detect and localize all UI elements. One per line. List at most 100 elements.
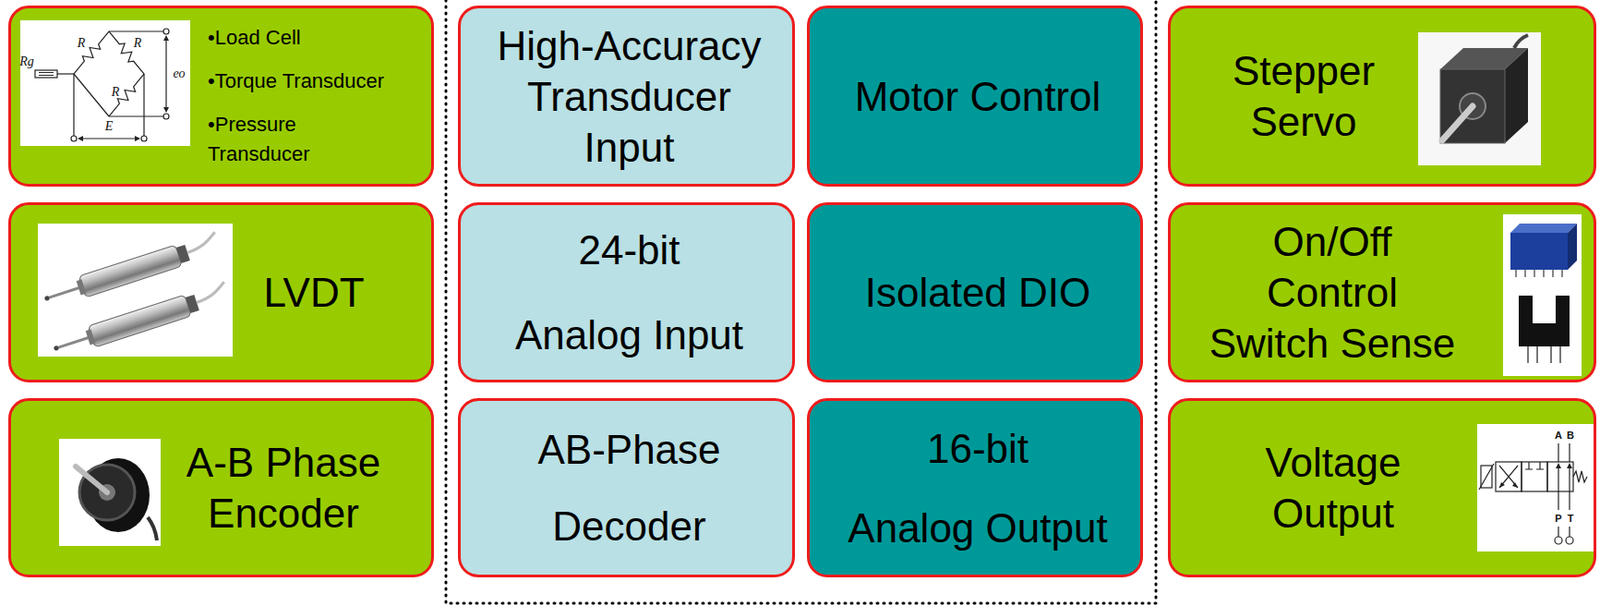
- lvdt-photo: [192, 281, 228, 302]
- valve-symbol: [1499, 462, 1573, 488]
- resistor-label: R: [133, 36, 143, 50]
- lvdt-photo: [44, 295, 50, 301]
- interface-box: High-Accuracy Transducer Input: [457, 5, 795, 187]
- relay-photo: [1510, 223, 1577, 233]
- bridge-circuit: [163, 28, 169, 35]
- encoder-photo: [147, 517, 157, 541]
- actuator-box: Voltage Output: [1167, 397, 1597, 578]
- relay-photo: [1567, 223, 1577, 270]
- lvdt-photo: [50, 281, 231, 360]
- valve-symbol: [1558, 526, 1570, 537]
- port-label: T: [1567, 513, 1575, 524]
- output-voltage-label: eo: [172, 67, 185, 81]
- box-label: 24-bit: [577, 224, 680, 276]
- bridge-circuit: [108, 31, 164, 117]
- bullet-item: •Pressure Transducer: [207, 109, 397, 169]
- encoder-photo: [59, 438, 161, 546]
- box-label: Voltage Output: [1250, 436, 1417, 539]
- valve-symbol: [1554, 536, 1563, 544]
- text-area: On/Off Control Switch Sense: [1198, 204, 1467, 380]
- lvdt-photo: [85, 328, 97, 345]
- stepper-motor-photo: [1514, 35, 1528, 49]
- bridge-circuit: [35, 28, 167, 139]
- bridge-circuit: [20, 20, 191, 146]
- valve-symbol: [1477, 423, 1594, 552]
- function-box: Isolated DIO: [806, 202, 1143, 383]
- sensor-box: A-B Phase Encoder: [8, 397, 434, 578]
- text-area: LVDT: [240, 204, 388, 380]
- box-label: Analog Input: [515, 309, 744, 361]
- bridge-circuit: [73, 73, 145, 136]
- text-area: Motor Control: [817, 8, 1139, 184]
- stepper-motor-photo: [1440, 69, 1505, 144]
- text-area: Stepper Servo: [1193, 8, 1414, 184]
- valve-symbol: [1479, 443, 1588, 544]
- text-area: A-B Phase Encoder: [172, 400, 395, 575]
- lvdt-photo: [185, 294, 200, 313]
- sensor-box: •Load Cell•Torque Transducer•Pressure Tr…: [8, 5, 434, 187]
- stepper-motor-photo: [1418, 32, 1541, 166]
- interface-box: AB-PhaseDecoder: [457, 397, 795, 578]
- text-area: High-Accuracy Transducer Input: [468, 8, 791, 184]
- port-label: A: [1554, 430, 1563, 441]
- bridge-circuit: [141, 135, 147, 142]
- text-area: 16-bitAnalog Output: [817, 400, 1139, 575]
- bridge-circuit: [105, 71, 148, 121]
- valve-symbol: [1547, 461, 1574, 492]
- lvdt-photo: [37, 223, 233, 360]
- bridge-circuit: [71, 135, 77, 142]
- sensor-box: LVDT: [8, 202, 434, 383]
- bridge-circuit: [20, 20, 191, 146]
- encoder-photo: [98, 483, 116, 501]
- resistor-label: R: [111, 85, 121, 99]
- valve-symbol: [1558, 465, 1570, 492]
- valve-symbol: [1477, 423, 1594, 552]
- lvdt-photo: [37, 223, 233, 357]
- bridge-circuit: [105, 28, 148, 78]
- bridge-circuit: [73, 73, 109, 117]
- bridge-circuit: [105, 28, 148, 78]
- function-box: Motor Control: [806, 5, 1143, 187]
- interface-box: 24-bitAnalog Input: [457, 202, 795, 383]
- encoder-photo: [59, 438, 161, 546]
- valve-symbol: [1558, 491, 1570, 510]
- box-label: 16-bit: [926, 422, 1029, 474]
- valve-symbol: [1480, 465, 1492, 488]
- lvdt-photo: [41, 231, 222, 310]
- box-label: Stepper Servo: [1211, 45, 1396, 147]
- lvdt-photo: [53, 345, 60, 351]
- bridge-circuit: [57, 72, 74, 74]
- text-area: AB-PhaseDecoder: [468, 400, 791, 575]
- bridge-circuit: [165, 36, 167, 111]
- bridge-circuit: [70, 28, 113, 78]
- bridge-circuit: [38, 72, 54, 76]
- function-box: 16-bitAnalog Output: [806, 397, 1143, 578]
- box-label: Isolated DIO: [865, 266, 1092, 318]
- relay-photo: [1518, 323, 1570, 347]
- port-label: P: [1554, 513, 1562, 524]
- bridge-circuit: [71, 28, 169, 142]
- valve-symbol: [1479, 463, 1494, 490]
- gauge-label: Rg: [19, 55, 35, 69]
- lvdt-photo: [76, 278, 87, 295]
- relay-photo: [1518, 295, 1533, 325]
- box-label: AB-Phase: [537, 423, 721, 475]
- bridge-circuit: [70, 28, 113, 78]
- bridge-circuit: [105, 71, 148, 121]
- box-label: Decoder: [552, 500, 706, 552]
- text-area: Voltage Output: [1227, 400, 1440, 575]
- lvdt-photo: [78, 244, 182, 298]
- box-label: Analog Output: [847, 502, 1107, 554]
- box-label: LVDT: [263, 266, 364, 318]
- actuator-box: On/Off Control Switch Sense: [1167, 202, 1597, 383]
- bullet-item: •Torque Transducer: [207, 66, 385, 97]
- box-label: A-B Phase Encoder: [177, 436, 390, 539]
- box-label: On/Off Control Switch Sense: [1205, 216, 1460, 369]
- text-area: Isolated DIO: [817, 204, 1139, 380]
- stepper-motor-photo: [1418, 32, 1541, 166]
- relay-photo: [1515, 269, 1563, 277]
- lvdt-photo: [47, 287, 83, 299]
- valve-symbol: [1558, 443, 1570, 462]
- encoder-photo: [86, 457, 150, 532]
- valve-symbol: [1565, 536, 1574, 544]
